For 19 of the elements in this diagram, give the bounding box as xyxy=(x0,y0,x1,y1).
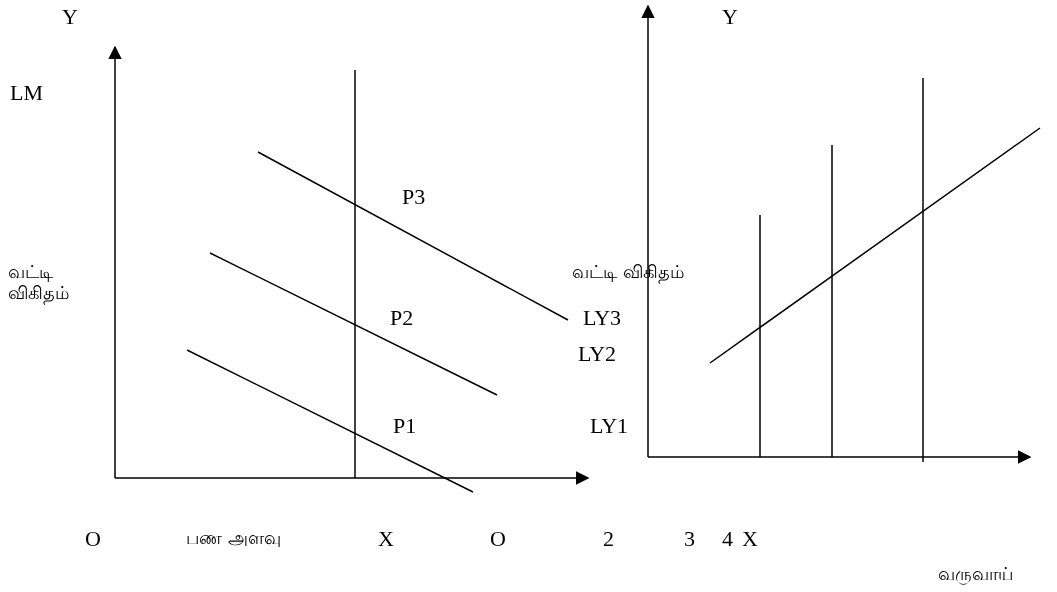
axis-label: Y xyxy=(722,4,738,30)
curve-label: P2 xyxy=(390,305,414,331)
axis-label: O xyxy=(85,526,101,552)
curve-label: LY3 xyxy=(583,305,622,331)
tick-label: 3 xyxy=(684,526,695,552)
axis-label: X xyxy=(378,526,394,552)
curve-label: LY2 xyxy=(578,341,617,367)
tick-label: 4 xyxy=(722,526,733,552)
axis-label: Y xyxy=(62,4,78,30)
curve-label: P3 xyxy=(402,184,426,210)
axis-title: வருவாய் xyxy=(938,564,1013,585)
tick-label: 2 xyxy=(603,526,614,552)
curve-label: LY1 xyxy=(590,413,629,439)
curve-label: LM xyxy=(10,80,43,106)
axis-label: O xyxy=(490,526,506,552)
axis-label: X xyxy=(742,526,758,552)
axis-title: வட்டி விகிதம் xyxy=(8,262,70,304)
curve-label: P1 xyxy=(393,413,417,439)
axis-title: பண அளவு xyxy=(186,528,281,549)
